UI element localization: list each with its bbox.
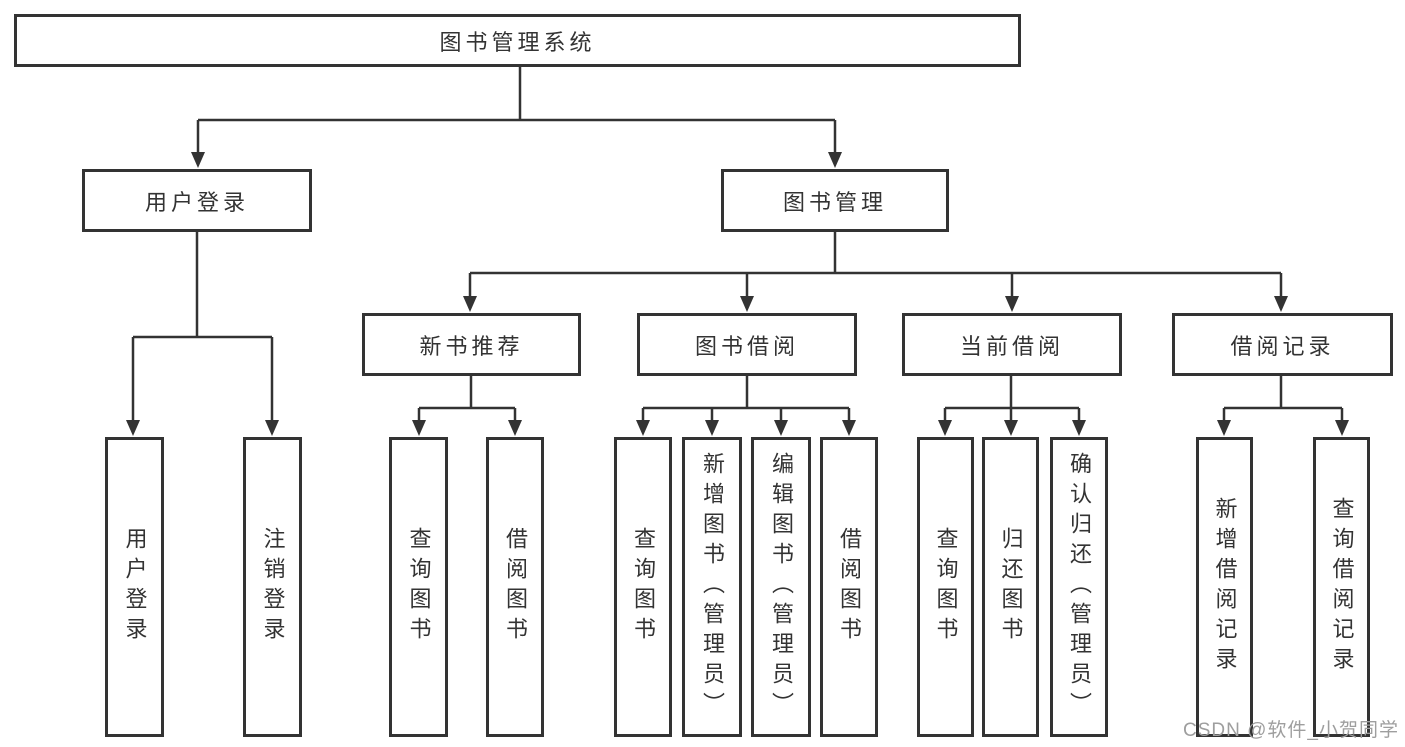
leaf-edit-books-admin: 编辑图书（管理员） — [751, 437, 811, 737]
leaf-borrow-books-borrowing: 借阅图书 — [820, 437, 878, 737]
leaf-query-books-borrowing: 查询图书 — [614, 437, 672, 737]
leaf-borrow-books-recommend: 借阅图书 — [486, 437, 544, 737]
leaf-user-login: 用户登录 — [105, 437, 164, 737]
node-borrowing-records: 借阅记录 — [1172, 313, 1393, 376]
node-user-login: 用户登录 — [82, 169, 312, 232]
node-book-management: 图书管理 — [721, 169, 949, 232]
leaf-add-books-admin: 新增图书（管理员） — [682, 437, 742, 737]
csdn-watermark: CSDN @软件_小贺同学 — [1183, 720, 1399, 741]
node-root-library-system: 图书管理系统 — [14, 14, 1021, 67]
leaf-add-borrow-record: 新增借阅记录 — [1196, 437, 1253, 737]
leaf-logout: 注销登录 — [243, 437, 302, 737]
leaf-query-borrow-record: 查询借阅记录 — [1313, 437, 1370, 737]
tree-connector-lines — [131, 67, 1344, 421]
leaf-query-books-current: 查询图书 — [917, 437, 974, 737]
node-new-book-recommend: 新书推荐 — [362, 313, 581, 376]
leaf-query-books-recommend: 查询图书 — [389, 437, 448, 737]
node-book-borrowing: 图书借阅 — [637, 313, 857, 376]
node-current-borrowing: 当前借阅 — [902, 313, 1122, 376]
leaf-confirm-return-admin: 确认归还（管理员） — [1050, 437, 1108, 737]
leaf-return-books: 归还图书 — [982, 437, 1039, 737]
